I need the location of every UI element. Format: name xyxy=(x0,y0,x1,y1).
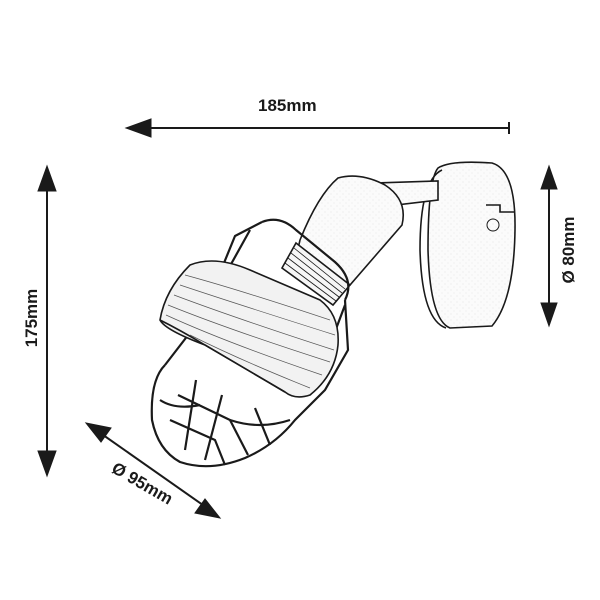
rope-wrapped-band xyxy=(159,260,339,398)
height-dimension-arrow xyxy=(37,164,57,478)
lamp-socket xyxy=(280,175,404,307)
base-diameter-arrow xyxy=(540,164,558,328)
width-dimension-label: 185mm xyxy=(258,96,317,115)
shade-diameter-arrow xyxy=(84,422,222,519)
wire-cage-shade xyxy=(150,218,350,468)
width-dimension-arrow xyxy=(124,118,510,138)
base-diameter-label: Ø 80mm xyxy=(559,216,578,284)
height-dimension-label: 175mm xyxy=(22,288,41,348)
